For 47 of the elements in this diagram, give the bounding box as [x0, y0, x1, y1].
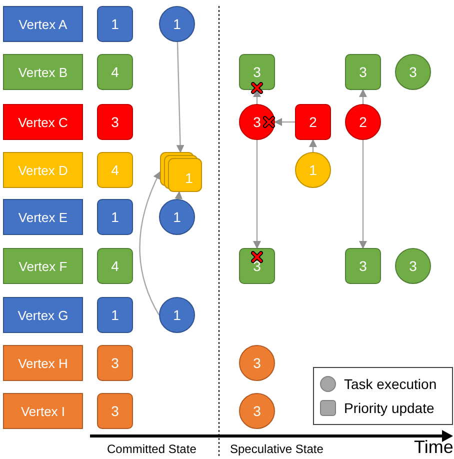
axis-label: Time — [414, 437, 454, 458]
vertex-box: Vertex G — [3, 297, 83, 333]
task-circle: 1 — [159, 297, 195, 333]
priority-update-box: 3 — [345, 248, 381, 284]
priority-box: 1 — [97, 6, 133, 42]
state-label: Committed State — [107, 442, 196, 456]
task-circle: 1 — [159, 199, 195, 235]
task-circle: 1 — [159, 6, 195, 42]
task-circle: 3 — [239, 345, 275, 381]
arrow — [359, 140, 367, 249]
vertex-box: Vertex I — [3, 393, 83, 429]
priority-box: 4 — [97, 248, 133, 284]
priority-box: 1 — [97, 199, 133, 235]
priority-box: 3 — [97, 393, 133, 429]
priority-box: 4 — [97, 54, 133, 90]
task-circle: 2 — [345, 104, 381, 140]
arrow — [359, 89, 367, 104]
vertex-box: Vertex C — [3, 104, 83, 140]
vertex-box: Vertex H — [3, 345, 83, 381]
task-circle: 3 — [395, 248, 431, 284]
priority-box: 1 — [97, 297, 133, 333]
vertex-box: Vertex B — [3, 54, 83, 90]
task-circle: 3 — [395, 54, 431, 90]
priority-box: 4 — [97, 152, 133, 188]
priority-box: 3 — [97, 345, 133, 381]
arrow — [309, 139, 317, 152]
vertex-box: Vertex A — [3, 6, 83, 42]
legend-label: Task execution — [344, 376, 437, 392]
legend-label: Priority update — [344, 400, 434, 416]
vertex-box: Vertex F — [3, 248, 83, 284]
task-circle: 3 — [239, 393, 275, 429]
task-circle: 3 — [239, 104, 275, 140]
priority-update-box: 3 — [239, 54, 275, 90]
priority-update-box: 2 — [295, 104, 331, 140]
arrow — [176, 42, 184, 153]
vertex-box: Vertex D — [3, 152, 83, 188]
arrow — [274, 118, 295, 126]
vertex-box: Vertex E — [3, 199, 83, 235]
arrow — [253, 140, 261, 249]
arrow — [174, 191, 183, 200]
priority-box: 3 — [97, 104, 133, 140]
state-label: Speculative State — [230, 442, 324, 456]
task-circle: 1 — [295, 152, 331, 188]
priority-update-box: 3 — [239, 248, 275, 284]
arrow — [253, 89, 261, 104]
priority-update-box: 3 — [345, 54, 381, 90]
arrow — [139, 171, 161, 316]
